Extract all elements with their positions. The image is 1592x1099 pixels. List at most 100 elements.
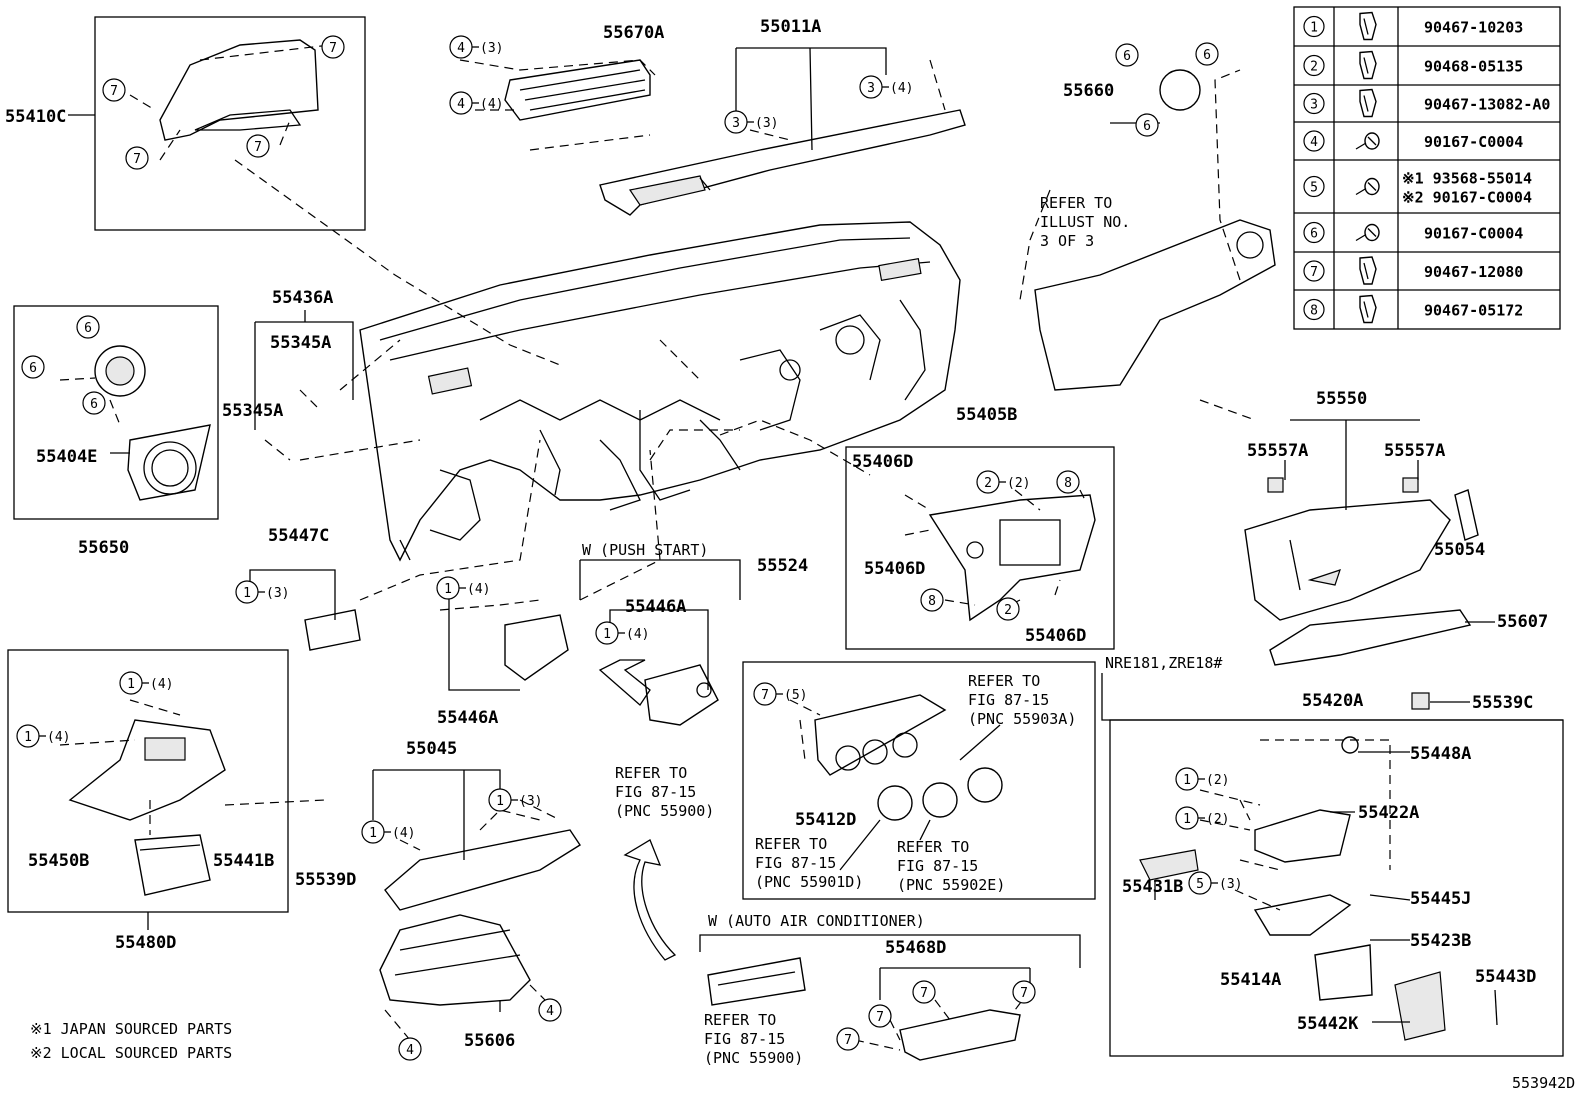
screw-icon [1355, 132, 1380, 150]
note: NRE181,ZRE18# [1105, 654, 1222, 672]
callout-number: 7 [254, 140, 262, 155]
callout-number: 1 [444, 582, 452, 597]
fastener-part-number: ※1 93568-55014 [1402, 170, 1532, 188]
part-label: 55557A [1384, 441, 1445, 461]
clip-icon [1359, 88, 1377, 118]
note-line: (PNC 55901D) [755, 873, 863, 891]
callout-1: 1(2) [1175, 767, 1229, 791]
row-number: 1 [1310, 21, 1318, 36]
row-number-circle [1303, 92, 1325, 115]
callout-6: 6 [21, 355, 45, 379]
callout-number: 7 [329, 41, 337, 56]
part-label: 55539D [295, 870, 356, 890]
note-line: REFER TO [968, 672, 1040, 690]
part-label: 55442K [1297, 1014, 1359, 1034]
callout-number: 7 [133, 152, 141, 167]
note-line: 553942D [1512, 1074, 1575, 1092]
callout-6: 6 [1115, 43, 1139, 67]
callout-circle [538, 998, 562, 1022]
note: ※2 LOCAL SOURCED PARTS [30, 1044, 232, 1062]
fastener-part-number: 90467-13082-A0 [1424, 96, 1550, 114]
callout-circle [76, 315, 100, 339]
callout-circle [21, 355, 45, 379]
callout-number: 1 [243, 586, 251, 601]
callout-circle [912, 980, 936, 1004]
note-line: W (PUSH START) [582, 541, 708, 559]
clip-icon [1359, 11, 1377, 41]
note-line: 3 OF 3 [1040, 232, 1094, 250]
part-label: 55448A [1410, 744, 1471, 764]
callout-circle [321, 35, 345, 59]
part-label: 55412D [795, 810, 856, 830]
note-line: REFER TO [704, 1011, 776, 1029]
hvac-box-artwork [742, 661, 1096, 900]
callout-quantity: (4) [626, 627, 649, 642]
note: ※1 JAPAN SOURCED PARTS [30, 1020, 232, 1038]
callout-7: 7 [125, 146, 149, 170]
part-label: 55550 [1316, 389, 1367, 409]
clip-icon [1359, 294, 1377, 324]
callout-number: 4 [546, 1004, 554, 1019]
callout-number: 2 [984, 476, 992, 491]
note-line: REFER TO [755, 835, 827, 853]
callout-number: 8 [928, 594, 936, 609]
part-label: 55414A [1220, 970, 1281, 990]
callout-2: 2(2) [976, 470, 1030, 494]
callout-number: 7 [761, 688, 769, 703]
screw-icon [1355, 177, 1380, 196]
callout-number: 6 [29, 361, 37, 376]
meter-hood-box-artwork [94, 16, 366, 231]
callout-number: 8 [1064, 476, 1072, 491]
callout-number: 7 [1020, 986, 1028, 1001]
part-label: 55557A [1247, 441, 1308, 461]
callout-7: 7 [868, 1004, 892, 1028]
callout-quantity: (4) [47, 730, 70, 745]
passenger-trim-artwork [1034, 69, 1276, 391]
right-glovebox-artwork [1244, 477, 1479, 666]
note-line: NRE181,ZRE18# [1105, 654, 1222, 672]
note: W (PUSH START) [582, 541, 708, 559]
callout-3: 3(3) [724, 110, 778, 134]
callout-8: 8 [1056, 470, 1080, 494]
callout-quantity: (4) [890, 81, 913, 96]
lower-right-box-artwork [1109, 692, 1564, 1057]
callout-1: 1(4) [595, 621, 649, 645]
callout-7: 7 [102, 78, 126, 102]
callout-quantity: (4) [150, 677, 173, 692]
row-number-circle [1303, 15, 1325, 38]
note-line: REFER TO [1040, 194, 1112, 212]
callout-number: 1 [1183, 773, 1191, 788]
callout-circle [246, 134, 270, 158]
fastener-table-row: 5※1 93568-55014※2 90167-C0004 [1303, 170, 1532, 207]
arrows-artwork [598, 659, 677, 961]
callout-4: 4 [538, 998, 562, 1022]
note-line: ※1 JAPAN SOURCED PARTS [30, 1020, 232, 1038]
part-label: 55443D [1475, 967, 1536, 987]
fastener-part-number: ※2 90167-C0004 [1402, 189, 1532, 207]
callout-quantity: (3) [480, 41, 503, 56]
part-label: 55539C [1472, 693, 1533, 713]
callout-7: 7 [246, 134, 270, 158]
callout-number: 3 [732, 116, 740, 131]
part-label: 55345A [270, 333, 331, 353]
callout-1: 1(4) [119, 671, 173, 695]
callout-1: 1(3) [235, 580, 289, 604]
callout-number: 6 [1123, 49, 1131, 64]
row-number: 3 [1310, 98, 1318, 113]
callout-quantity: (4) [392, 826, 415, 841]
row-number-circle [1303, 260, 1325, 282]
fastener-table-row: 3 90467-13082-A0 [1303, 88, 1550, 118]
top-trim-artwork [599, 109, 966, 216]
